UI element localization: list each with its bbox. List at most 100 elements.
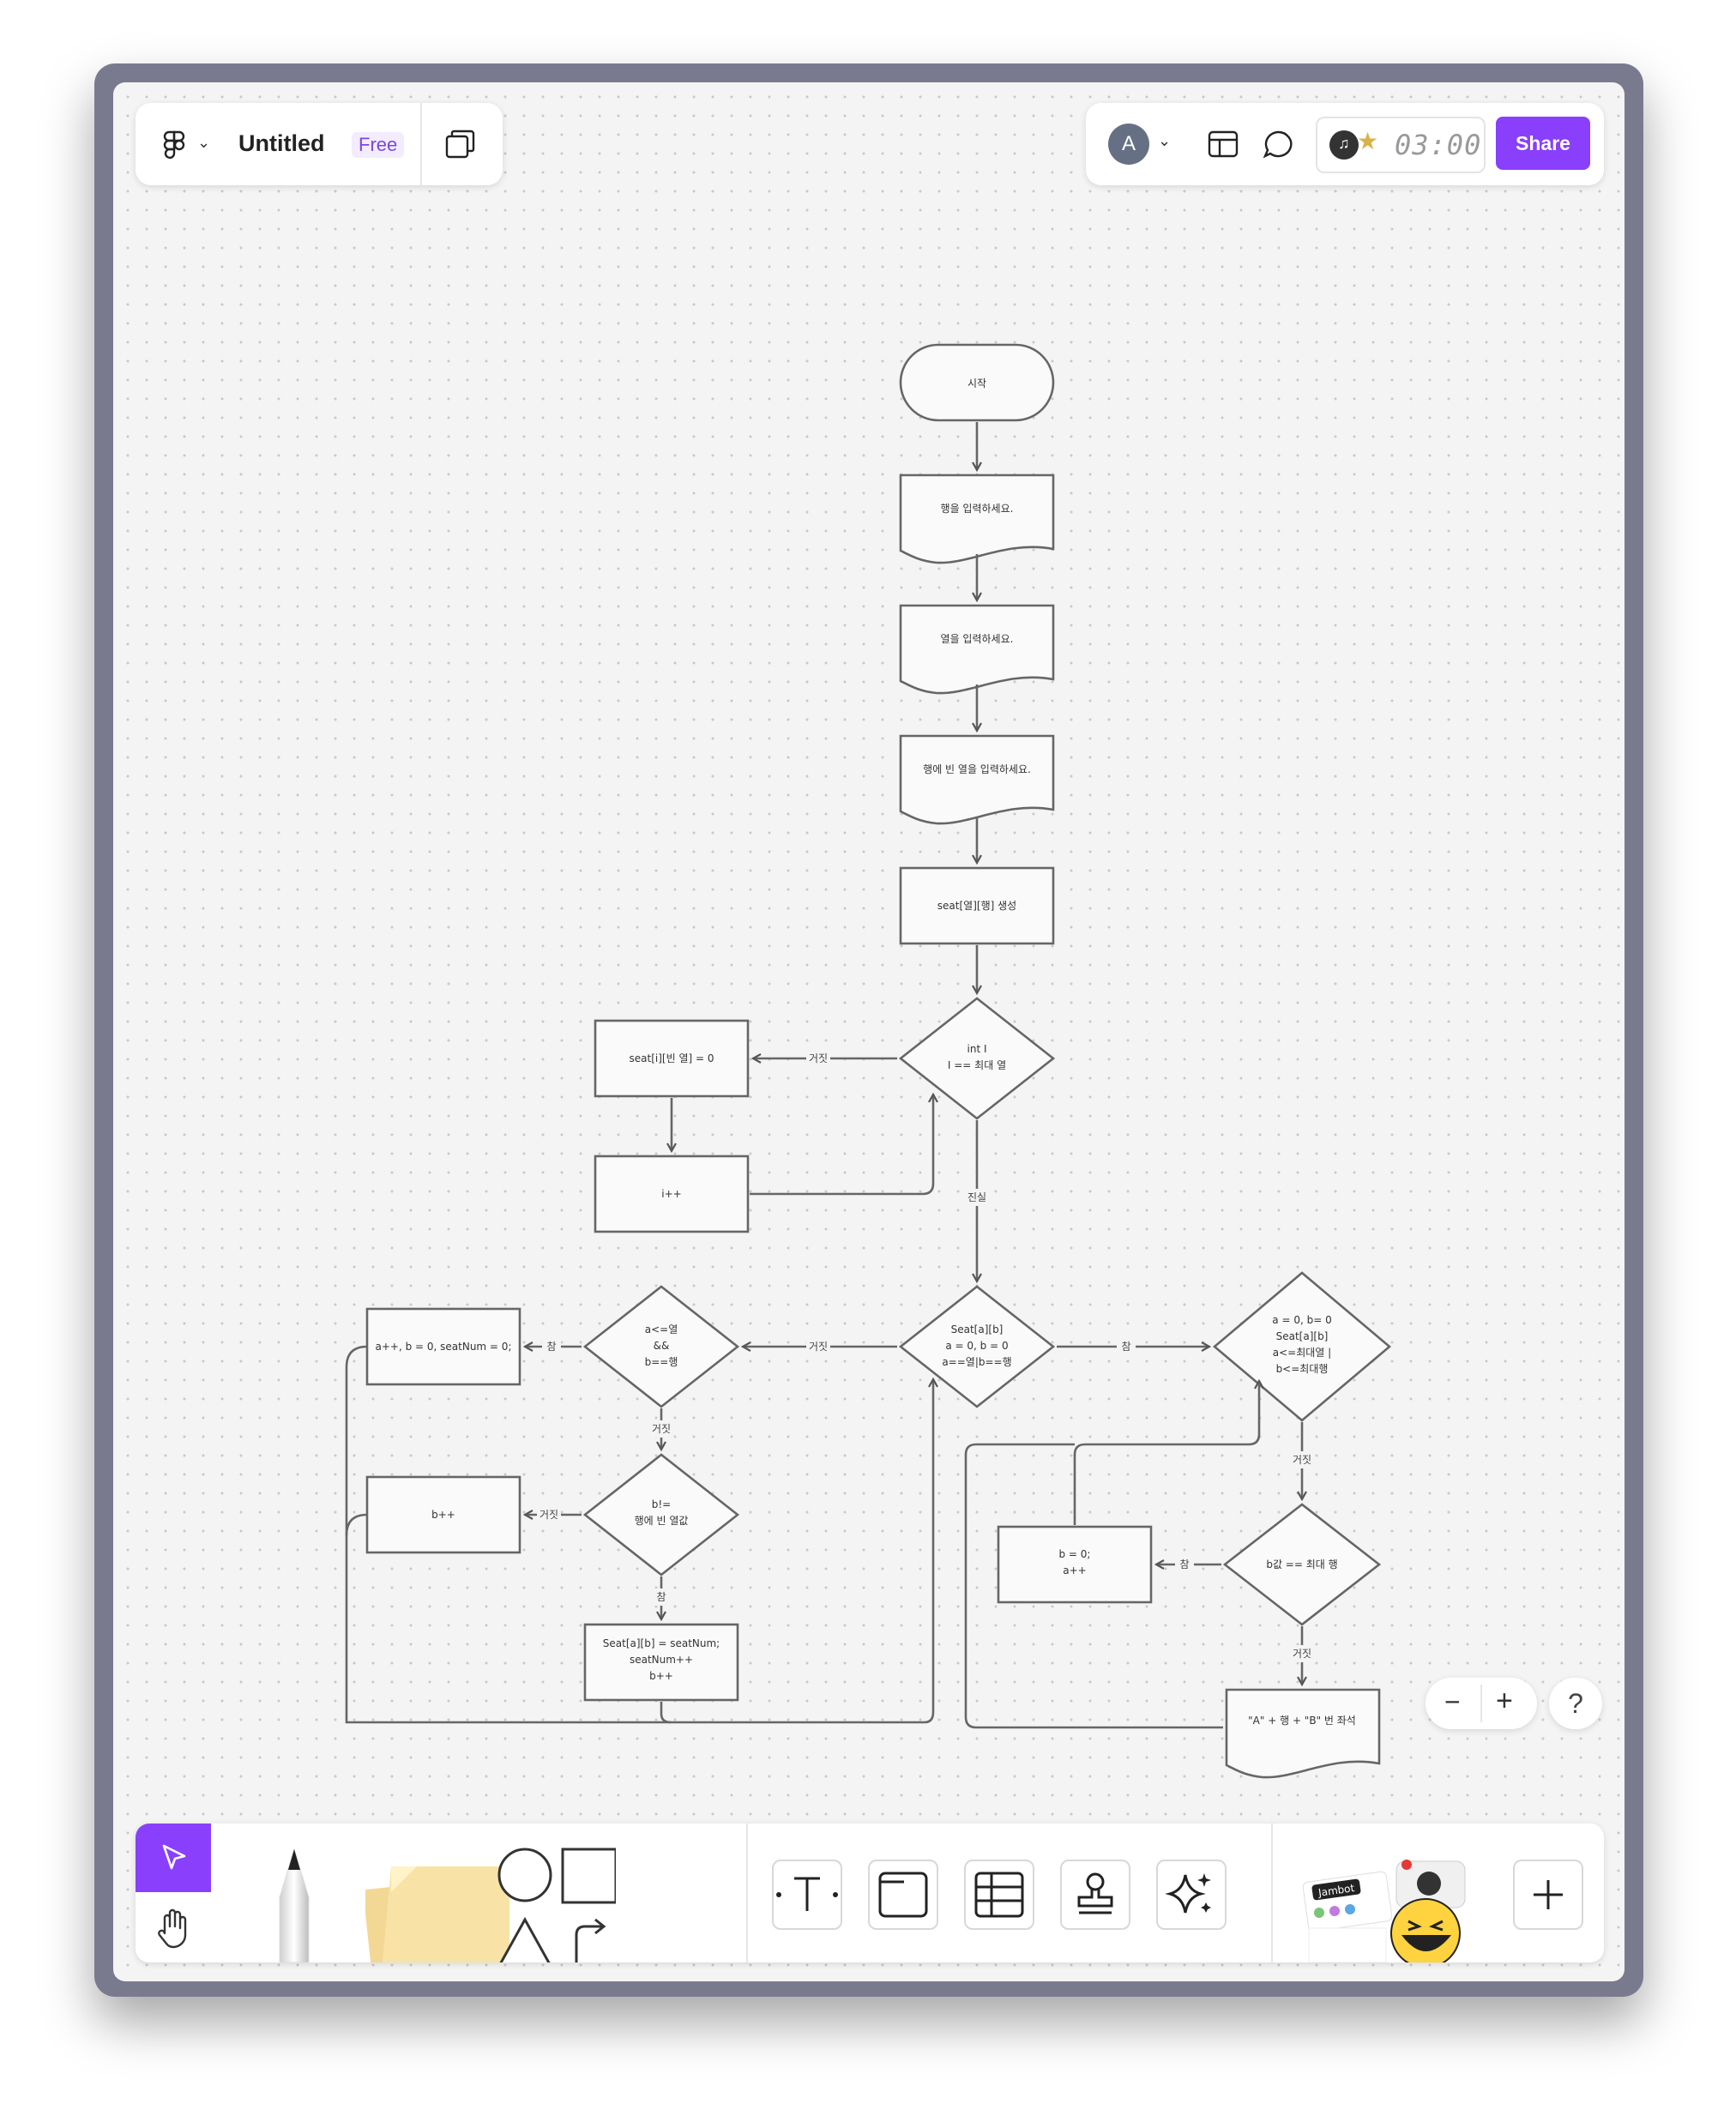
edge [1073, 1381, 1259, 1525]
right-cond-text: Seat[a][b] [1276, 1330, 1329, 1342]
b0a-node [997, 1525, 1153, 1604]
reset-node [365, 1307, 521, 1386]
create-seat-text: seat[열][행] 생성 [937, 899, 1016, 912]
move-tool[interactable] [136, 1824, 211, 1892]
shapes-tool[interactable] [496, 1846, 618, 1968]
bneq-text: 행에 빈 열값 [635, 1514, 689, 1527]
edge-label-true: 참 [1121, 1341, 1130, 1353]
section-tool[interactable] [868, 1860, 938, 1930]
edge-label-false: 거짓 [652, 1423, 671, 1435]
assign-text: b++ [649, 1670, 673, 1682]
timer[interactable]: ♫ ★ 03:00 [1316, 117, 1486, 173]
edge-label-false: 거짓 [539, 1509, 558, 1521]
shapes-icon [497, 1848, 618, 1968]
bneq-text: b!= [652, 1498, 671, 1510]
edge-label-false: 거짓 [1293, 1454, 1311, 1466]
ab-cond-node [582, 1285, 740, 1408]
edge-label-false: 거짓 [1293, 1648, 1311, 1660]
input-empty-node [899, 734, 1055, 825]
chevron-down-icon[interactable]: ⌄ [197, 134, 211, 151]
edge-label-true: 참 [1179, 1558, 1189, 1570]
seat-cond-node [898, 1285, 1056, 1408]
right-cond-text: b<=최대행 [1276, 1362, 1329, 1375]
sticky-note-tool[interactable] [363, 1849, 537, 1981]
widgets-icon: Jambot [1302, 1860, 1466, 1968]
bmax-text: b값 == 최대 행 [1266, 1558, 1337, 1570]
widgets-tool[interactable]: Jambot [1300, 1839, 1489, 1968]
zoom-controls: − + [1426, 1678, 1537, 1729]
star-icon: ★ [1357, 128, 1379, 154]
zoom-out-button[interactable]: − [1444, 1686, 1461, 1717]
sparkle-icon [1165, 1873, 1211, 1914]
collab-panel: A ⌄ ♫ ★ 03:00 Share [1086, 103, 1604, 185]
timer-text: 03:00 [1395, 129, 1482, 161]
plan-badge[interactable]: Free [352, 132, 405, 158]
plus-icon [1534, 1880, 1563, 1909]
input-empty-text: 행에 빈 열을 입력하세요. [923, 763, 1031, 775]
help-button[interactable]: ? [1549, 1678, 1602, 1729]
input-row-node [899, 473, 1055, 564]
seat-cond-text: a==열|b==행 [942, 1355, 1011, 1368]
i-inc-text: i++ [661, 1188, 681, 1200]
right-cond-text: a<=최대열 | [1273, 1347, 1331, 1359]
edge-label-true: 참 [656, 1591, 666, 1603]
stamp-tool[interactable] [1060, 1860, 1130, 1930]
start-node [899, 343, 1055, 422]
music-icon: ♫ [1329, 130, 1359, 160]
seat-zero-text: seat[i][빈 열] = 0 [630, 1052, 714, 1064]
table-tool[interactable] [964, 1860, 1034, 1930]
layout-icon[interactable] [1208, 130, 1239, 162]
table-icon [974, 1872, 1024, 1918]
edge [345, 1345, 933, 1724]
figma-logo-icon[interactable] [163, 130, 185, 164]
edge-label-false: 거짓 [809, 1052, 828, 1064]
bottom-toolbar: Jambot [136, 1824, 1604, 1981]
edge [345, 1513, 368, 1536]
start-text: 시작 [967, 377, 986, 389]
input-col-node [899, 604, 1055, 695]
cond-i-node [898, 997, 1056, 1120]
b0a-text: b = 0; [1059, 1548, 1091, 1560]
hand-tool[interactable] [136, 1892, 211, 1962]
flowchart: 시작 행을 입력하세요. 열을 입력하세요. 행에 빈 열을 입력하세요. se… [345, 343, 1392, 1779]
text-icon [776, 1877, 838, 1911]
pencil-icon [279, 1848, 310, 1963]
i-inc-node [594, 1154, 750, 1233]
ai-tool[interactable] [1156, 1860, 1227, 1930]
text-tool[interactable] [772, 1860, 842, 1930]
input-row-text: 행을 입력하세요. [941, 502, 1014, 515]
b0a-text: a++ [1063, 1564, 1086, 1576]
pages-icon[interactable] [444, 129, 477, 164]
assign-text: seatNum++ [630, 1654, 693, 1666]
sticky-note-icon [363, 1866, 509, 1981]
divider [1480, 1685, 1482, 1722]
seat-zero-node [594, 1019, 750, 1098]
ab-cond-text: b==행 [645, 1355, 678, 1368]
edge-label-true: 참 [546, 1341, 556, 1353]
hand-icon [158, 1908, 187, 1949]
comment-icon[interactable] [1263, 130, 1293, 163]
input-col-text: 열을 입력하세요. [941, 633, 1014, 645]
share-button[interactable]: Share [1496, 117, 1590, 170]
seat-cond-text: a = 0, b = 0 [945, 1340, 1008, 1352]
b-inc-text: b++ [431, 1509, 455, 1521]
section-icon [878, 1872, 928, 1918]
add-button[interactable] [1513, 1860, 1583, 1930]
pencil-tool[interactable] [256, 1846, 333, 1967]
assign-node [583, 1623, 739, 1702]
output-node [1225, 1688, 1381, 1779]
edge [660, 1702, 672, 1724]
create-seat-node [899, 866, 1055, 945]
assign-text: Seat[a][b] = seatNum; [603, 1637, 720, 1649]
ab-cond-text: && [654, 1340, 670, 1352]
seat-cond-text: Seat[a][b] [951, 1323, 1004, 1335]
file-title[interactable]: Untitled [238, 130, 325, 156]
chevron-down-icon[interactable]: ⌄ [1158, 132, 1172, 149]
whiteboard-canvas[interactable]: 시작 행을 입력하세요. 열을 입력하세요. 행에 빈 열을 입력하세요. se… [113, 82, 1624, 1981]
divider [1271, 1824, 1273, 1962]
stamp-icon [1077, 1872, 1113, 1914]
avatar[interactable]: A [1108, 124, 1149, 165]
divider [420, 103, 422, 185]
ab-cond-text: a<=열 [645, 1323, 678, 1335]
zoom-in-button[interactable]: + [1496, 1685, 1513, 1717]
